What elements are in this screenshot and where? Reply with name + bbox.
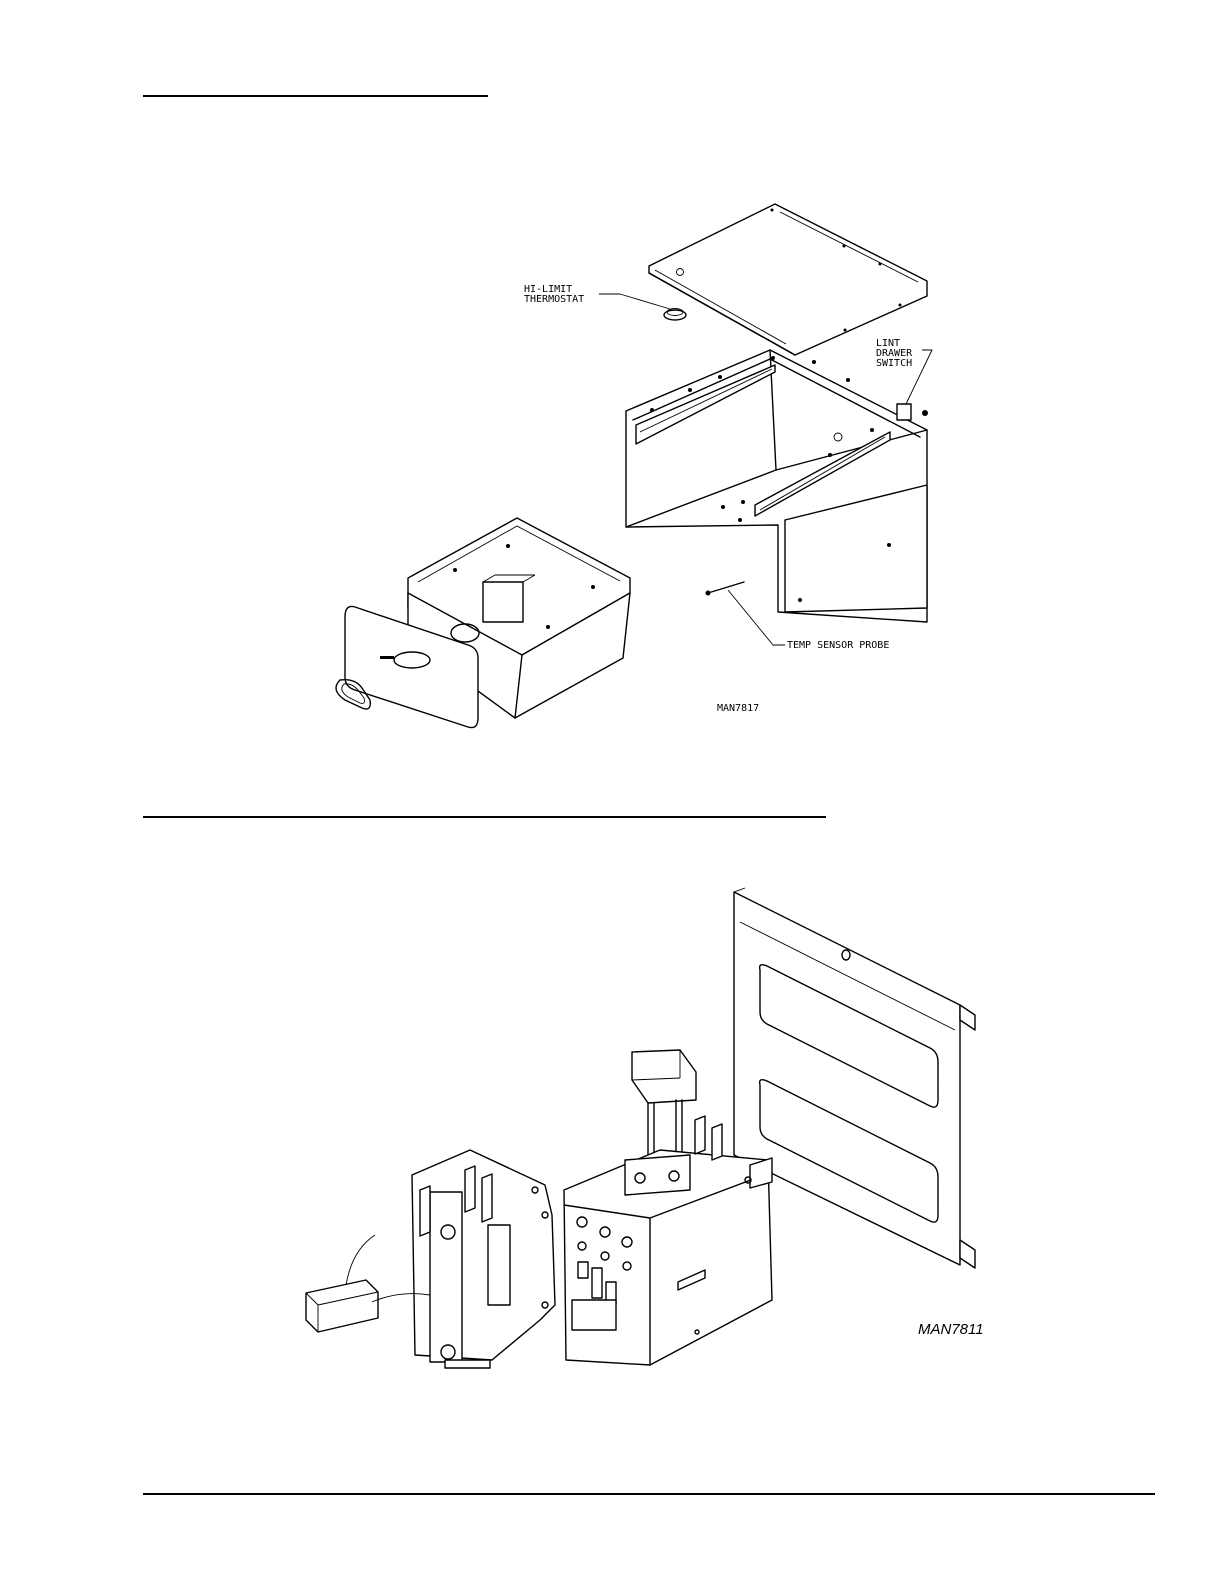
suppressor-module [306,1235,430,1332]
figure2-code-label: MAN7811 [918,1321,984,1338]
aux-contact-block [412,1150,555,1368]
